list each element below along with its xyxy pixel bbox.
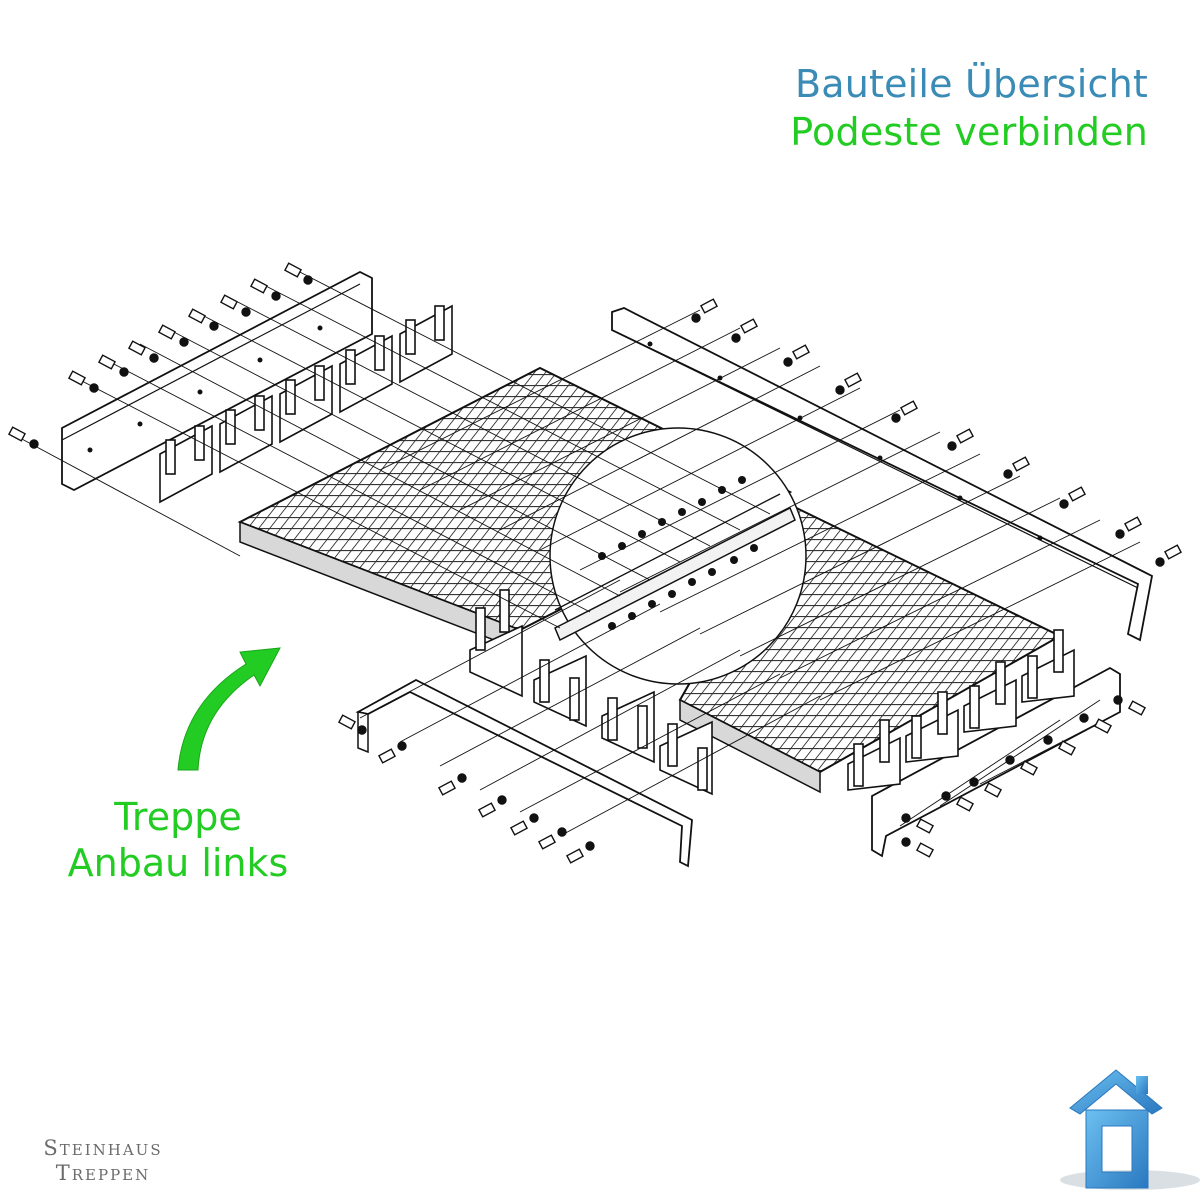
callout-line-1: Treppe <box>114 795 242 839</box>
rear-left-bracket <box>61 270 373 492</box>
detail-magnifier <box>549 427 807 685</box>
brand-name-line-1: Steinhaus <box>43 1136 163 1160</box>
brand-name-line-2: Treppen <box>55 1161 151 1185</box>
diagram-title: Bauteile Übersicht <box>794 62 1148 106</box>
curved-arrow-icon <box>177 647 281 771</box>
bolts-washers <box>7 262 1183 864</box>
assembly-leader-lines <box>19 267 1141 837</box>
house-logo-icon <box>1060 1069 1200 1190</box>
post-holders <box>159 304 1075 796</box>
callout-line-2: Anbau links <box>67 841 289 885</box>
diagram-subtitle: Podeste verbinden <box>790 110 1148 154</box>
